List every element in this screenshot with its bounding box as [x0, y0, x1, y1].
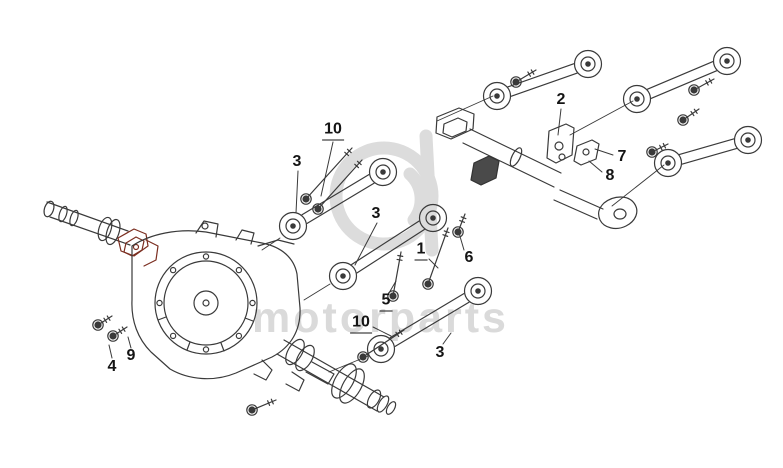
leader-lines: [108, 108, 614, 359]
axle-tube-left: [46, 201, 129, 232]
trailing-arms-and-bolts: [92, 46, 763, 416]
axle-housing: [131, 230, 301, 380]
bracket-part-7-8: [573, 139, 600, 166]
part-callout-8[interactable]: 8: [605, 167, 615, 184]
part-callout-3b[interactable]: 3: [371, 205, 381, 222]
diff-cover: [154, 251, 258, 355]
part-callout-9[interactable]: 9: [126, 347, 136, 364]
watermark-text: motorparts: [252, 294, 509, 342]
part-callout-6[interactable]: 6: [464, 249, 474, 266]
part-callout-10b[interactable]: 10: [350, 314, 372, 334]
part-callout-10[interactable]: 10: [322, 121, 344, 141]
part-callout-3[interactable]: 3: [292, 153, 302, 170]
bracket-part-2: [546, 123, 575, 164]
pinion-yoke: [117, 228, 159, 267]
part-callout-2[interactable]: 2: [556, 91, 566, 108]
crossmember: [435, 107, 638, 230]
part-callout-3c[interactable]: 3: [435, 344, 445, 361]
part-callout-5[interactable]: 5: [379, 292, 393, 312]
part-callout-7[interactable]: 7: [617, 148, 627, 165]
axle-tube-right: [283, 339, 385, 398]
part-callout-4[interactable]: 4: [107, 358, 117, 375]
part-callout-1[interactable]: 1: [414, 241, 428, 261]
